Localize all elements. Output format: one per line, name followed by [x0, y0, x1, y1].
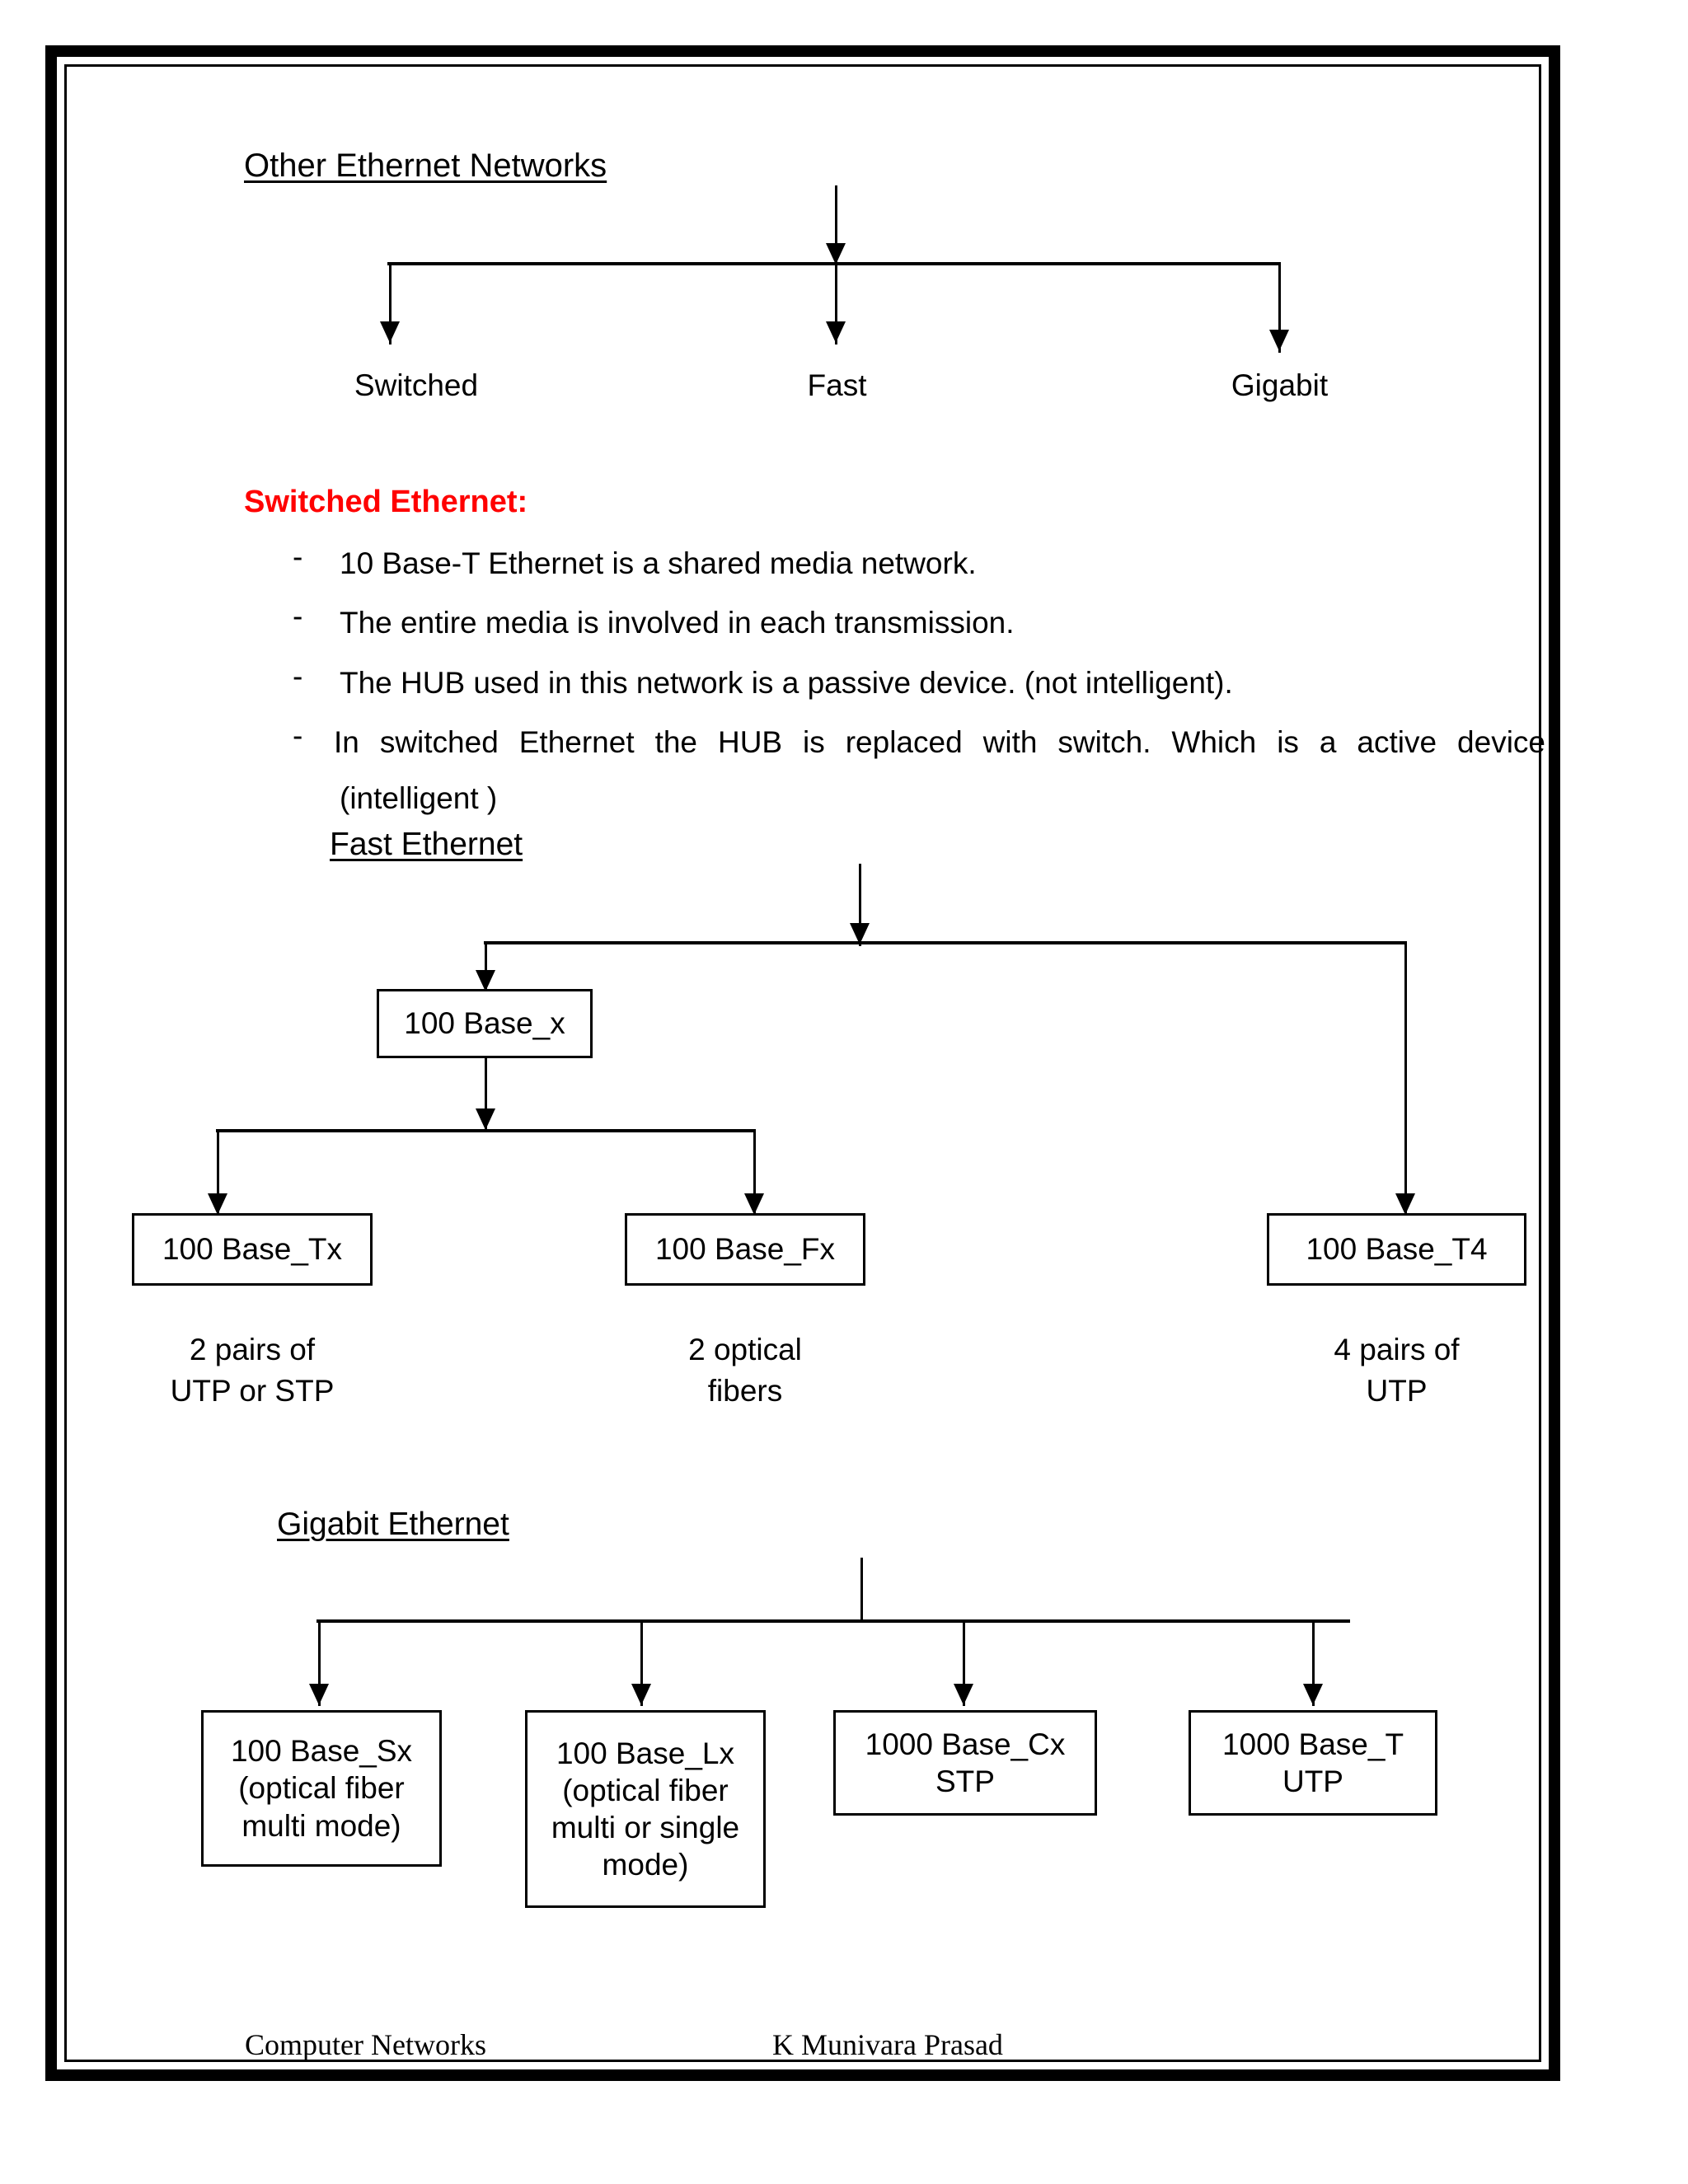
tree3-branch-sx-arrowhead: [309, 1684, 329, 1705]
tree1-branch-switched-arrowhead: [380, 321, 400, 343]
caption-100-base-tx: 2 pairs of UTP or STP: [170, 1333, 335, 1408]
node-box-100-base-x: 100 Base_x: [377, 989, 593, 1058]
footer-left-text: Computer Networks: [245, 2028, 486, 2061]
tree2-branch-basex-line: [485, 941, 487, 991]
tree1-label-switched: Switched: [354, 368, 479, 402]
bullet-marker-2: -: [293, 599, 303, 633]
tree3-branch-lx-arrowhead: [631, 1684, 651, 1705]
tree2-branch-fx-arrowhead: [744, 1193, 764, 1215]
tree2-root-arrowhead: [850, 923, 870, 944]
section-heading-other-ethernet-networks: Other Ethernet Networks: [244, 148, 607, 184]
tree2-sub-horizontal-bus: [216, 1129, 756, 1132]
tree3-branch-lx-line: [640, 1619, 643, 1706]
tree1-branch-gigabit-line: [1278, 262, 1281, 353]
tree3-branch-sx-line: [318, 1619, 321, 1706]
tree2-basex-stem: [485, 1058, 487, 1132]
bullet-marker-4: -: [293, 719, 303, 752]
bullet-marker-1: -: [293, 540, 303, 574]
tree2-horizontal-bus: [484, 941, 1407, 944]
tree1-root-arrowhead: [826, 243, 846, 265]
bullet-text-3: The HUB used in this network is a passiv…: [340, 666, 1233, 700]
footer-center-text: K Munivara Prasad: [772, 2028, 1003, 2061]
node-box-100-base-fx: 100 Base_Fx: [625, 1213, 865, 1286]
section-heading-gigabit-ethernet: Gigabit Ethernet: [277, 1507, 509, 1542]
page-inner-border: [64, 64, 1541, 2062]
tree2-branch-t4-arrowhead: [1395, 1193, 1415, 1215]
bullet-marker-3: -: [293, 659, 303, 693]
caption-100-base-fx: 2 optical fibers: [688, 1333, 802, 1408]
node-box-100-base-lx: 100 Base_Lx (optical fiber multi or sing…: [525, 1710, 766, 1908]
tree2-branch-tx-line: [217, 1129, 219, 1216]
tree1-label-gigabit: Gigabit: [1231, 368, 1329, 402]
bullet-text-2: The entire media is involved in each tra…: [340, 606, 1015, 640]
bullet-text-1: 10 Base-T Ethernet is a shared media net…: [340, 546, 977, 580]
caption-100-base-t4: 4 pairs of UTP: [1334, 1333, 1460, 1408]
node-box-100-base-sx: 100 Base_Sx (optical fiber multi mode): [201, 1710, 442, 1867]
tree3-root-stem: [860, 1558, 863, 1622]
tree3-branch-t-arrowhead: [1303, 1684, 1323, 1705]
bullet-text-4-continuation: (intelligent ): [340, 781, 498, 815]
tree2-branch-tx-arrowhead: [208, 1193, 227, 1215]
tree2-branch-t4-line: [1404, 941, 1407, 1216]
tree1-branch-fast-line: [835, 262, 837, 344]
tree1-horizontal-bus: [387, 262, 1281, 265]
tree3-branch-t-line: [1312, 1619, 1315, 1706]
tree2-root-stem: [859, 864, 861, 946]
tree1-branch-gigabit-arrowhead: [1269, 330, 1289, 351]
tree3-branch-cx-arrowhead: [954, 1684, 973, 1705]
node-box-1000-base-t: 1000 Base_T UTP: [1189, 1710, 1437, 1816]
tree3-horizontal-bus: [316, 1619, 1350, 1623]
tree1-label-fast: Fast: [807, 368, 867, 402]
tree1-branch-switched-line: [389, 262, 392, 344]
section-heading-fast-ethernet: Fast Ethernet: [330, 827, 523, 862]
node-box-100-base-tx: 100 Base_Tx: [132, 1213, 373, 1286]
node-box-100-base-t4: 100 Base_T4: [1267, 1213, 1526, 1286]
tree2-branch-basex-arrowhead: [476, 970, 495, 991]
tree2-basex-arrowhead: [476, 1108, 495, 1130]
bullet-text-4: In switched Ethernet the HUB is replaced…: [334, 725, 1545, 759]
tree2-branch-fx-line: [753, 1129, 756, 1216]
page-outer-border: [45, 45, 1560, 2081]
tree1-root-stem: [835, 185, 837, 268]
tree1-branch-fast-arrowhead: [826, 321, 846, 343]
node-box-1000-base-cx: 1000 Base_Cx STP: [833, 1710, 1097, 1816]
switched-ethernet-heading: Switched Ethernet:: [244, 485, 528, 519]
tree3-branch-cx-line: [963, 1619, 965, 1706]
